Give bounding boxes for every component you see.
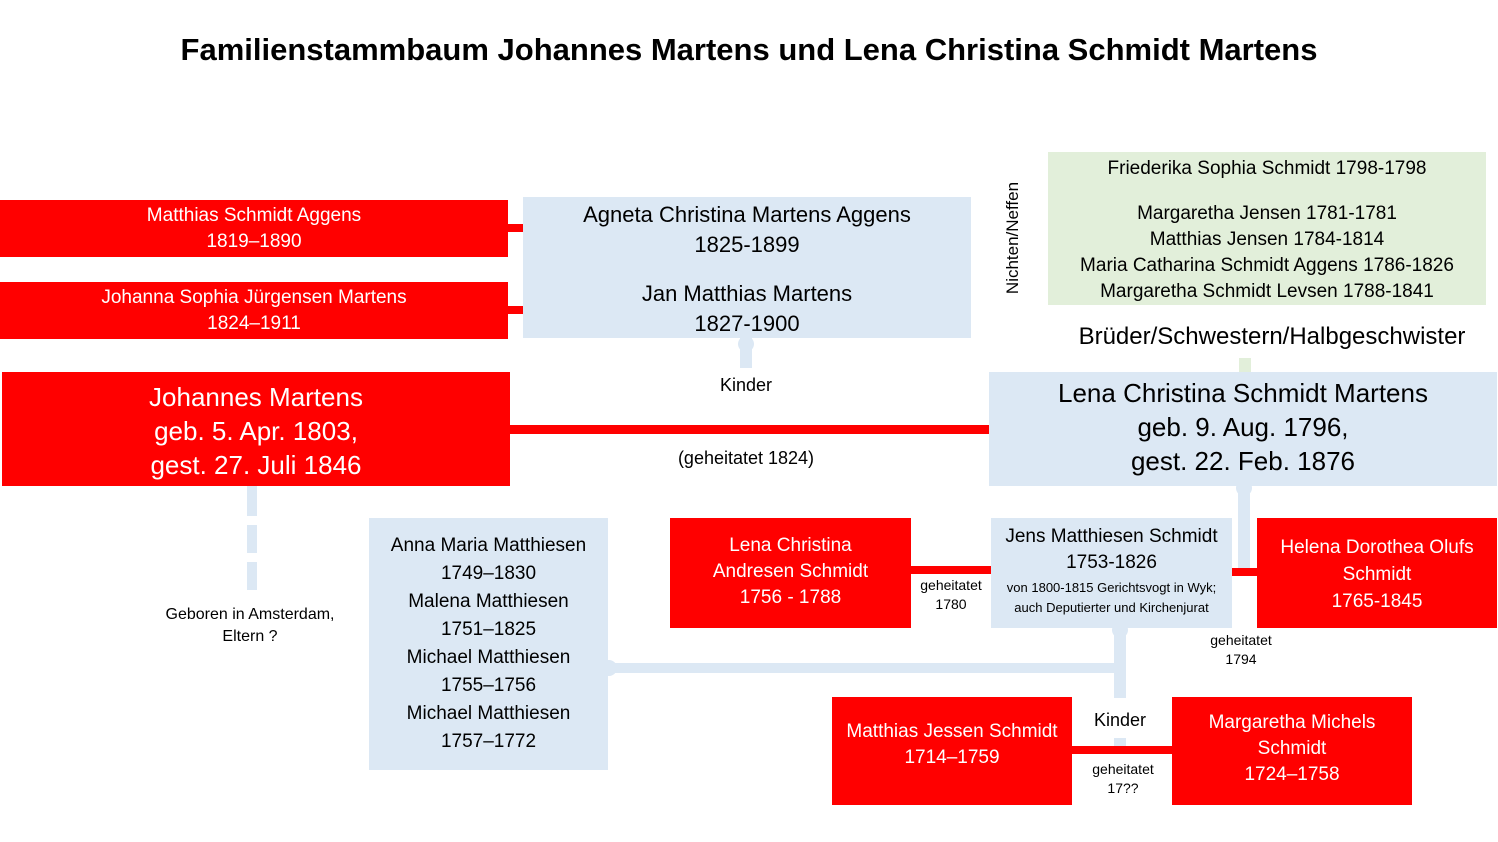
label-geheiratet-1780: geheitatet 1780 — [906, 576, 996, 614]
sibling-item: Margaretha Schmidt Levsen 1788-1841 — [1100, 281, 1434, 302]
person-died: gest. 27. Juli 1846 — [150, 450, 362, 480]
page-title: Familienstammbaum Johannes Martens und L… — [180, 32, 1318, 67]
jens-parents-stem — [1114, 628, 1126, 698]
person-name: Michael Matthiesen — [406, 647, 571, 668]
marriage-line-1780 — [910, 566, 992, 574]
person-name: Johannes Martens — [149, 382, 363, 412]
label-geheiratet-1780-line1: geheitatet — [920, 577, 982, 593]
person-name: Malena Matthiesen — [408, 591, 569, 612]
person-name: Jens Matthiesen Schmidt — [1005, 526, 1218, 547]
person-born: geb. 5. Apr. 1803, — [154, 416, 358, 446]
node-johanna-sophia-martens: Johanna Sophia Jürgensen Martens 1824–19… — [0, 282, 508, 339]
person-dates: 1827-1900 — [694, 311, 800, 336]
sibling-item: Matthias Jensen 1784-1814 — [1149, 229, 1385, 250]
label-kinder-top: Kinder — [719, 375, 773, 395]
person-name: Jan Matthias Martens — [641, 281, 853, 306]
person-name-line2: Schmidt — [1342, 564, 1412, 585]
node-margaretha-michels-schmidt: Margaretha Michels Schmidt 1724–1758 — [1172, 697, 1412, 805]
person-name: Agneta Christina Martens Aggens — [583, 202, 911, 227]
marriage-line-1794 — [1232, 568, 1258, 576]
person-dates: 1755–1756 — [440, 675, 537, 696]
person-dates: 1756 - 1788 — [739, 587, 842, 608]
person-name: Matthias Jessen Schmidt — [846, 721, 1058, 742]
label-nichten-neffen-vertical: Nichten/Neffen — [1002, 170, 1024, 306]
node-lena-christina-andresen-schmidt: Lena Christina Andresen Schmidt 1756 - 1… — [670, 518, 911, 628]
bottom-children-stem — [1114, 738, 1126, 748]
label-brueder-schwestern: Brüder/Schwestern/Halbgeschwister — [1078, 323, 1466, 350]
dashed-stem-3 — [247, 562, 257, 590]
person-dates: 1753-1826 — [1066, 552, 1157, 573]
node-matthiesen-siblings: Anna Maria Matthiesen 1749–1830 Malena M… — [369, 518, 608, 770]
lena-parents-stem — [1238, 486, 1250, 568]
label-geheiratet-17xx: geheitatet 17?? — [1078, 760, 1168, 798]
person-dates: 1819–1890 — [206, 231, 302, 252]
siblings-stem — [1239, 358, 1251, 374]
person-died: gest. 22. Feb. 1876 — [1130, 446, 1356, 476]
matthiesen-connector — [608, 663, 1120, 673]
dashed-stem-1 — [247, 486, 257, 516]
connector-aggens — [508, 224, 524, 232]
person-name-line2: Andresen Schmidt — [712, 561, 869, 582]
label-amsterdam-line1: Geboren in Amsterdam, — [165, 606, 335, 623]
person-born: geb. 9. Aug. 1796, — [1137, 412, 1349, 442]
node-johannes-martens: Johannes Martens geb. 5. Apr. 1803, gest… — [2, 372, 510, 486]
person-name: Johanna Sophia Jürgensen Martens — [101, 287, 407, 308]
person-dates: 1724–1758 — [1244, 764, 1340, 785]
person-dates: 1765-1845 — [1331, 591, 1423, 612]
person-name: Matthias Schmidt Aggens — [146, 205, 362, 226]
label-geheiratet-1794-line2: 1794 — [1225, 651, 1257, 667]
person-name: Anna Maria Matthiesen — [390, 535, 587, 556]
person-name: Lena Christina Schmidt Martens — [1058, 378, 1428, 408]
person-name-line1: Margaretha Michels — [1208, 712, 1376, 733]
node-helena-dorothea-olufs-schmidt: Helena Dorothea Olufs Schmidt 1765-1845 — [1257, 518, 1497, 628]
label-kinder-bottom: Kinder — [1078, 709, 1162, 731]
node-siblings: Friederika Sophia Schmidt 1798-1798 Marg… — [1048, 152, 1486, 305]
person-dates: 1749–1830 — [440, 563, 537, 584]
label-geheiratet-1824: (geheitatet 1824) — [677, 448, 815, 468]
label-geheiratet-17xx-line2: 17?? — [1107, 780, 1139, 796]
person-name-line1: Helena Dorothea Olufs — [1280, 537, 1474, 558]
person-name-line1: Lena Christina — [729, 535, 852, 556]
sibling-item: Friederika Sophia Schmidt 1798-1798 — [1107, 158, 1427, 179]
node-matthias-schmidt-aggens: Matthias Schmidt Aggens 1819–1890 — [0, 200, 508, 257]
person-dates: 1751–1825 — [440, 619, 537, 640]
node-matthias-jessen-schmidt: Matthias Jessen Schmidt 1714–1759 — [832, 697, 1072, 805]
marriage-line-17xx — [1072, 746, 1172, 754]
dashed-stem-2 — [247, 525, 257, 553]
label-amsterdam-line2: Eltern ? — [222, 628, 278, 645]
person-note: von 1800-1815 Gerichtsvogt in Wyk; — [1006, 580, 1217, 595]
person-dates: 1825-1899 — [694, 232, 800, 257]
node-lena-christina-schmidt-martens: Lena Christina Schmidt Martens geb. 9. A… — [989, 372, 1497, 486]
label-geheiratet-1794-line1: geheitatet — [1210, 632, 1272, 648]
label-amsterdam: Geboren in Amsterdam, Eltern ? — [140, 604, 360, 648]
person-note: auch Deputierter und Kirchenjurat — [1014, 600, 1209, 615]
marriage-line-1824 — [510, 425, 990, 434]
sibling-item: Maria Catharina Schmidt Aggens 1786-1826 — [1080, 255, 1454, 276]
person-dates: 1824–1911 — [207, 313, 301, 334]
connector-dot — [738, 336, 754, 352]
node-children-agneta-jan: Agneta Christina Martens Aggens 1825-189… — [523, 197, 971, 338]
label-geheiratet-17xx-line1: geheitatet — [1092, 761, 1154, 777]
connector-jan — [508, 306, 524, 314]
label-nichten-neffen-text: Nichten/Neffen — [1003, 181, 1022, 295]
person-name-line2: Schmidt — [1257, 738, 1327, 759]
person-name: Michael Matthiesen — [406, 703, 571, 724]
sibling-item: Margaretha Jensen 1781-1781 — [1137, 203, 1397, 224]
node-jens-matthiesen-schmidt: Jens Matthiesen Schmidt 1753-1826 von 18… — [991, 518, 1232, 628]
label-geheiratet-1794: geheitatet 1794 — [1196, 631, 1286, 669]
person-dates: 1714–1759 — [904, 747, 1000, 768]
label-geheiratet-1780-line2: 1780 — [935, 596, 967, 612]
person-dates: 1757–1772 — [440, 731, 537, 752]
